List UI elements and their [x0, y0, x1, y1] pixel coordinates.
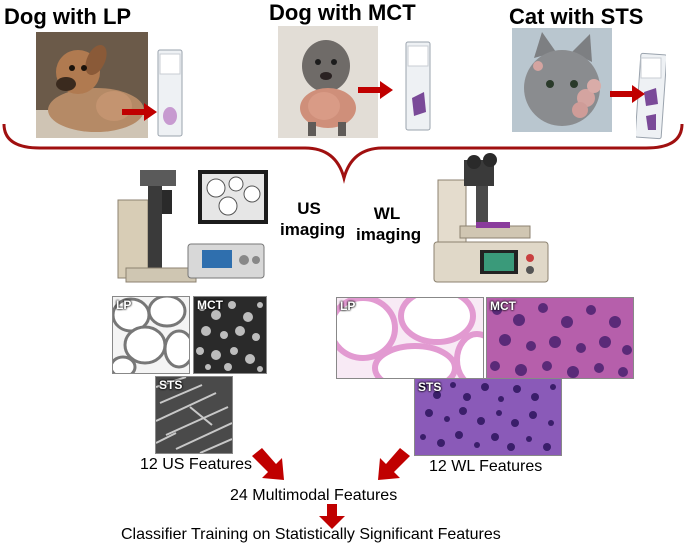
us-tile-lp: LP [112, 296, 190, 374]
wl-tile-lp: LP [336, 297, 484, 379]
multimodal-features-label: 24 Multimodal Features [230, 487, 398, 504]
arrow-multimodal-to-classifier [319, 504, 345, 529]
title-cat-sts: Cat with STS [509, 4, 644, 29]
title-dog-mct: Dog with MCT [269, 0, 416, 25]
us-tile-mct: MCT [193, 296, 267, 374]
classifier-training-label: Classifier Training on Statistically Sig… [121, 526, 501, 543]
us-imaging-label-line1: US [297, 199, 321, 218]
wl-features-label: 12 WL Features [429, 458, 543, 475]
slide-lp [156, 48, 184, 138]
us-imaging-system [112, 160, 272, 290]
us-tile-sts-label: STS [159, 378, 183, 392]
arrow-lp-to-slide [122, 103, 157, 121]
us-imaging-label-line2: imaging [280, 220, 346, 239]
wl-microscope [424, 150, 554, 290]
arrow-mct-to-slide [358, 81, 393, 99]
wl-tile-mct-label: MCT [490, 299, 516, 313]
us-tile-sts: STS [155, 376, 233, 454]
arrow-wl-to-multimodal [378, 448, 410, 480]
slide-mct [404, 40, 432, 132]
arrow-us-to-multimodal [252, 448, 284, 480]
arrow-sts-to-slide [610, 85, 645, 103]
wl-imaging-label-line1: WL [373, 204, 401, 223]
wl-imaging-label-line2: imaging [356, 225, 422, 244]
us-imaging-label: US imaging [280, 198, 346, 240]
title-dog-lp: Dog with LP [4, 4, 132, 29]
wl-tile-lp-label: LP [340, 299, 356, 313]
wl-tile-sts: STS [414, 378, 562, 456]
wl-imaging-label: WL imaging [356, 203, 422, 245]
curly-brace [2, 123, 684, 184]
slide-sts [634, 52, 668, 140]
dog-mct-image [278, 26, 378, 138]
us-tile-mct-label: MCT [197, 298, 223, 312]
us-tile-lp-label: LP [116, 298, 132, 312]
wl-tile-sts-label: STS [418, 380, 442, 394]
us-features-label: 12 US Features [140, 456, 253, 473]
wl-tile-mct: MCT [486, 297, 634, 379]
cat-sts-image [512, 28, 612, 132]
